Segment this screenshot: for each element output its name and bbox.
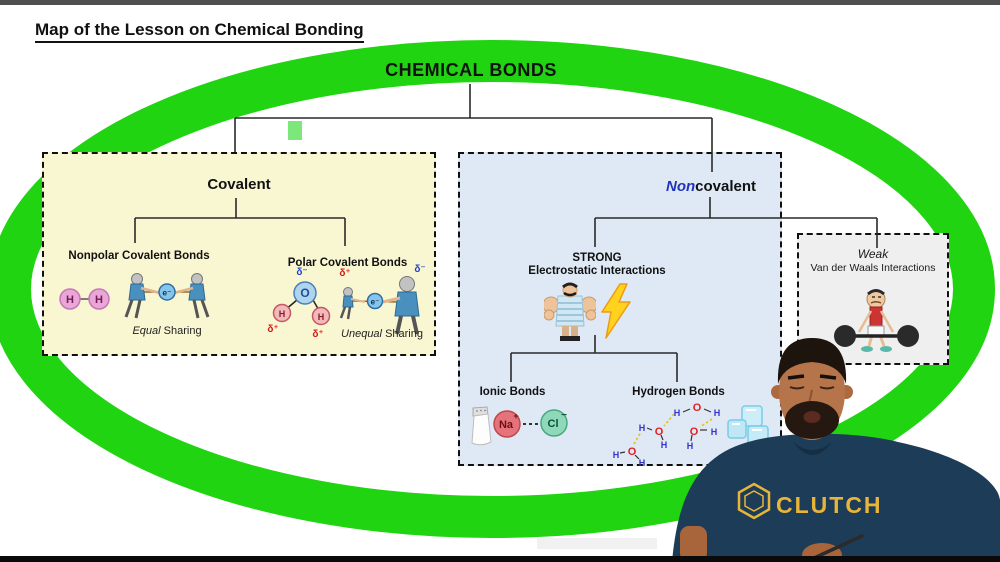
h-atom-label: H — [318, 312, 325, 322]
barbell-plate — [897, 325, 919, 347]
vdw-subtitle: Van der Waals Interactions — [810, 262, 936, 274]
delta-minus-label: δ⁻ — [414, 264, 425, 275]
h-atom-label: H — [711, 427, 718, 437]
shirt-logo: CLUTCH — [737, 482, 883, 520]
h-atom-label: H — [639, 458, 646, 466]
salt-shaker-icon — [471, 406, 492, 446]
electron-label: e⁻ — [162, 288, 171, 298]
h2-molecule-icon: H H — [59, 288, 110, 310]
hydrogen-bond-dashes — [633, 413, 713, 445]
benzene-hexagon-icon — [737, 482, 771, 520]
presenter-shirt — [672, 433, 1000, 562]
h-atom-label: H — [687, 441, 694, 451]
strong-line1: STRONG — [572, 252, 622, 264]
o-atom-label: O — [628, 446, 637, 458]
anion-label: Cl — [548, 418, 559, 430]
o-atom-label: O — [690, 426, 699, 438]
ionic-bonds-title: Ionic Bonds — [479, 386, 546, 398]
caption-word: Equal — [132, 325, 161, 337]
figure-small — [339, 287, 366, 320]
h-atom-label: H — [66, 294, 74, 306]
h-atom-label: H — [95, 294, 103, 306]
figure-right — [173, 273, 210, 319]
unequal-sharing-caption: Unequal Sharing — [332, 328, 432, 340]
electron-label: e⁻ — [371, 298, 380, 307]
cation-charge: + — [513, 411, 518, 421]
equal-sharing-caption: Equal Sharing — [122, 325, 212, 337]
strong-label: STRONG Electrostatic Interactions — [517, 252, 677, 278]
h-atom-label: H — [613, 450, 620, 460]
weak-vdw-title: Weak Van der Waals Interactions — [799, 247, 947, 275]
eyebrow — [819, 374, 837, 380]
marker-oval-stroke — [0, 40, 995, 538]
covalent-box: Covalent Nonpolar Covalent Bonds Polar C… — [42, 152, 436, 356]
cation-label: Na — [499, 419, 514, 431]
top-letterbox-bar — [0, 0, 1000, 5]
anion-charge: − — [561, 410, 567, 421]
bottom-letterbox-bar — [0, 556, 1000, 562]
benzene-inner-ring — [744, 490, 764, 512]
water-molecule-icon: δ⁻ O H H δ⁺ δ⁺ — [267, 267, 331, 339]
sodium-ion-circle — [493, 410, 521, 438]
h-atom-label: H — [639, 423, 646, 433]
figure-large — [382, 276, 420, 335]
noncovalent-title-suffix: covalent — [695, 178, 757, 195]
figure-left — [124, 273, 161, 319]
tug-of-war-equal-illustration: e⁻ — [124, 273, 210, 319]
hydrogen-bond-illustration: O H H O H H O H H O H H — [613, 402, 721, 466]
delta-plus-label: δ⁺ — [339, 268, 350, 279]
marker-tick — [288, 121, 302, 140]
caption-word: Unequal — [341, 328, 382, 340]
shirt-brand-text: CLUTCH — [776, 492, 883, 518]
h-atom-label: H — [661, 440, 668, 450]
water-chain-atoms: O H H O H H O H H O H H — [613, 402, 721, 466]
caption-word: Sharing — [163, 325, 202, 337]
video-artifact — [537, 538, 657, 549]
root-node-label: CHEMICAL BONDS — [385, 60, 557, 80]
chloride-ion-circle — [540, 409, 568, 437]
covalent-title: Covalent — [207, 176, 271, 193]
presenter: CLUTCH — [672, 338, 1000, 562]
closed-eye — [789, 386, 805, 390]
h-atom-label: H — [674, 408, 681, 418]
hydrogen-bonds-title: Hydrogen Bonds — [632, 386, 725, 398]
noncovalent-title-prefix: Non — [665, 178, 696, 195]
weak-word: Weak — [857, 247, 889, 261]
strong-line2: Electrostatic Interactions — [528, 265, 666, 277]
noncovalent-title: Noncovalent — [611, 178, 811, 195]
presenter-arm — [680, 526, 707, 562]
strongman-icon — [544, 282, 596, 341]
covalent-bond-lines — [619, 408, 712, 460]
delta-minus-label: δ⁻ — [296, 267, 307, 278]
o-atom-label: O — [655, 426, 664, 438]
closed-eye — [819, 386, 835, 390]
page-title: Map of the Lesson on Chemical Bonding — [35, 20, 364, 43]
lightning-bolt-icon — [601, 283, 631, 339]
eyebrow — [787, 374, 805, 380]
h-atom-label: H — [279, 309, 286, 319]
o-atom-label: O — [693, 402, 702, 414]
ionic-bond-illustration: Na + Cl − — [471, 406, 568, 446]
shirt-collar — [793, 442, 832, 455]
nonpolar-title: Nonpolar Covalent Bonds — [68, 250, 210, 262]
presenter-mouth — [803, 411, 821, 423]
o-atom-label: O — [300, 286, 309, 300]
caption-word: Sharing — [385, 328, 423, 340]
delta-plus-label: δ⁺ — [267, 324, 278, 335]
pen — [810, 534, 864, 561]
h-atom-label: H — [714, 408, 721, 418]
delta-plus-label: δ⁺ — [312, 329, 323, 339]
